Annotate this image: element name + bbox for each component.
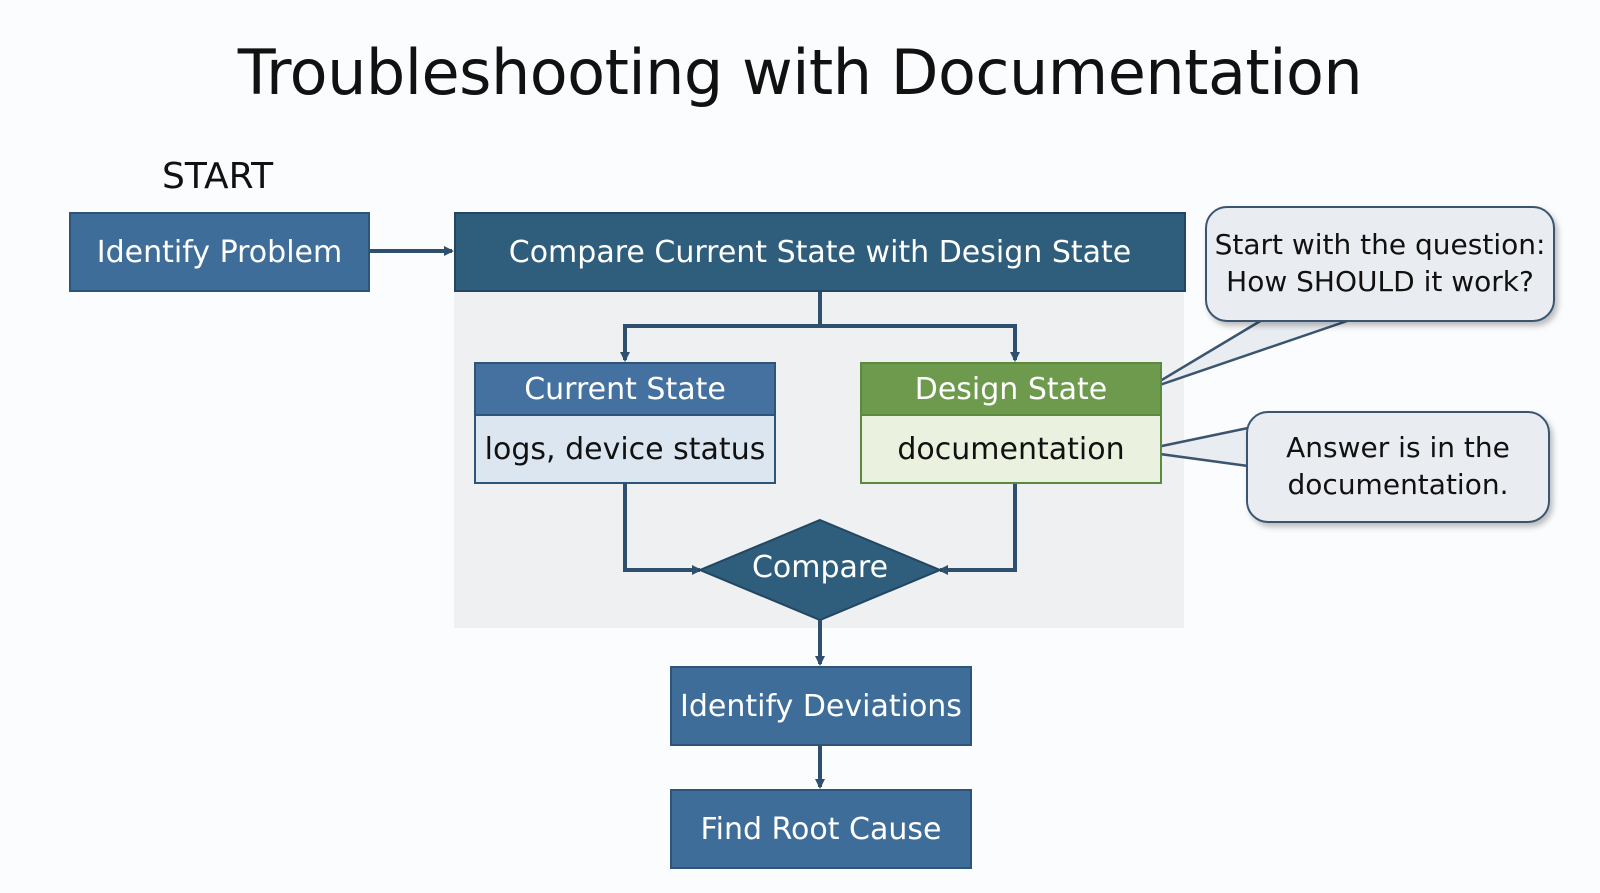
callout-question-line2: How SHOULD it work?: [1226, 265, 1534, 298]
compare-states-header: Compare Current State with Design State: [454, 212, 1186, 292]
callout-question-tail: [1143, 318, 1352, 392]
design-state-detail: documentation: [862, 416, 1160, 482]
arrow-current-to-compare: [623, 484, 702, 575]
start-label: START: [162, 156, 274, 197]
page-title: Troubleshooting with Documentation: [237, 36, 1363, 109]
arrow-design-to-compare: [938, 484, 1017, 575]
callout-answer: Answer is in the documentation.: [1246, 411, 1550, 523]
current-state-header: Current State: [476, 364, 774, 416]
design-state-header: Design State: [862, 364, 1160, 416]
callout-answer-line1: Answer is in the: [1286, 431, 1510, 465]
callout-question: Start with the question: How SHOULD it w…: [1205, 206, 1555, 322]
current-state-box: Current State logs, device status: [474, 362, 776, 484]
current-state-detail: logs, device status: [476, 416, 774, 482]
identify-problem-label: Identify Problem: [96, 234, 343, 270]
find-root-cause-label: Find Root Cause: [700, 811, 942, 847]
callout-answer-line2: documentation.: [1287, 468, 1509, 501]
identify-deviations-label: Identify Deviations: [680, 688, 962, 724]
arrow-to-design-state: [820, 324, 1020, 362]
find-root-cause-box: Find Root Cause: [670, 789, 972, 869]
compare-label: Compare: [751, 550, 889, 585]
identify-deviations-box: Identify Deviations: [670, 666, 972, 746]
compare-states-label: Compare Current State with Design State: [508, 234, 1132, 270]
arrow-to-current-state: [620, 292, 822, 362]
identify-problem-box: Identify Problem: [69, 212, 370, 292]
design-state-box: Design State documentation: [860, 362, 1162, 484]
callout-question-line1: Start with the question:: [1214, 228, 1546, 262]
